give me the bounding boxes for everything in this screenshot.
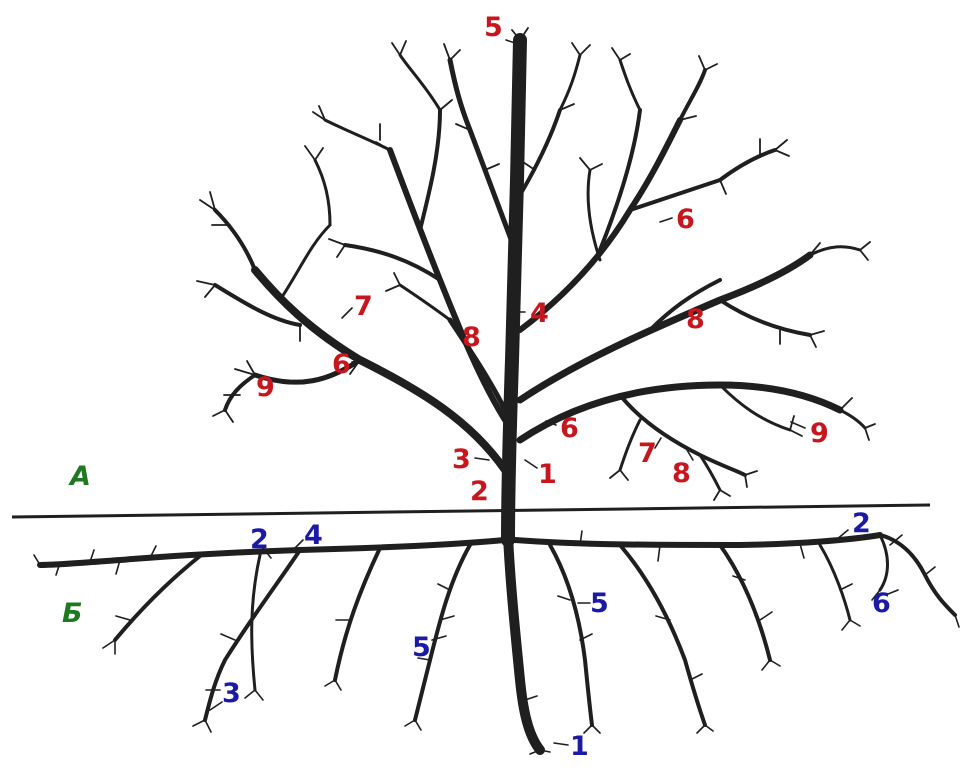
crown-label-6-upper-right: 6 <box>676 204 695 235</box>
crown-label-6-trunk: 6 <box>560 413 579 444</box>
ground-line <box>11 503 931 519</box>
crown-label-4: 4 <box>530 298 549 329</box>
crown-label-2: 2 <box>470 476 489 507</box>
crown-branches <box>213 53 867 492</box>
root-label-5-right: 5 <box>590 588 609 619</box>
crown-label-8-lower: 8 <box>672 458 691 489</box>
label-pointers <box>209 39 899 746</box>
zone-label-below-ground: Б <box>62 598 83 629</box>
root-label-2-right: 2 <box>852 508 871 539</box>
crown-label-9-right: 9 <box>810 418 829 449</box>
root-label-5-left: 5 <box>412 632 431 663</box>
root-label-1: 1 <box>570 731 589 762</box>
crown-label-3: 3 <box>452 444 471 475</box>
zone-label-above-ground: А <box>68 461 91 492</box>
crown-label-7-left: 7 <box>354 291 373 322</box>
crown-label-8-right: 8 <box>686 304 705 335</box>
root-system <box>37 530 957 755</box>
crown-label-7-right: 7 <box>638 438 657 469</box>
trunk <box>501 33 527 547</box>
crown-label-6-left: 6 <box>332 349 351 380</box>
root-label-3: 3 <box>222 678 241 709</box>
root-label-4: 4 <box>304 520 323 551</box>
crown-label-8-center: 8 <box>462 322 481 353</box>
crown-label-1: 1 <box>538 459 557 490</box>
root-label-2-left: 2 <box>250 524 269 555</box>
crown-label-9-left: 9 <box>256 372 275 403</box>
root-label-6: 6 <box>872 588 891 619</box>
crown-label-5: 5 <box>484 12 503 43</box>
root-rootlets <box>33 530 960 755</box>
